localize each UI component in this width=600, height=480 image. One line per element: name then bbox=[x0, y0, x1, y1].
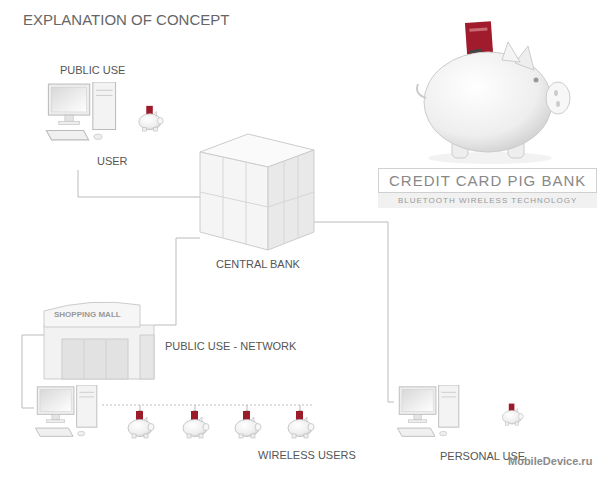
product-banner: CREDIT CARD PIG BANKBLUETOOTH WIRELESS T… bbox=[378, 168, 597, 208]
computer-icon bbox=[35, 385, 100, 440]
diagram-title: EXPLANATION OF CONCEPT bbox=[23, 11, 229, 28]
wireless-group: WIRELESS USERS bbox=[30, 383, 350, 465]
user-station: PUBLIC USE USER bbox=[40, 60, 170, 170]
mall-building bbox=[40, 295, 158, 383]
connector bbox=[154, 238, 200, 325]
computer-icon bbox=[397, 385, 462, 440]
connector bbox=[314, 222, 394, 402]
banner-title: CREDIT CARD PIG BANK bbox=[378, 168, 597, 193]
node-heading: CENTRAL BANK bbox=[216, 258, 300, 271]
pig-icon bbox=[125, 409, 155, 439]
bank-building bbox=[198, 132, 318, 254]
watermark: MobileDevice.ru bbox=[508, 455, 592, 467]
piggy-bank-illustration bbox=[410, 18, 575, 168]
node-heading: PUBLIC USE bbox=[60, 64, 125, 77]
node-heading: WIRELESS USERS bbox=[258, 449, 356, 462]
bank-node: CENTRAL BANK bbox=[198, 132, 318, 274]
personal-station: PERSONAL USE bbox=[392, 380, 532, 466]
node-heading: SHOPPING MALL bbox=[54, 308, 121, 321]
banner-subtitle: BLUETOOTH WIRELESS TECHNOLOGY bbox=[378, 193, 597, 208]
pig-icon bbox=[136, 104, 164, 132]
connector bbox=[78, 170, 200, 197]
pig-icon bbox=[285, 409, 315, 439]
computer-icon bbox=[45, 82, 120, 144]
pig-icon bbox=[180, 409, 210, 439]
mall-node: SHOPPING MALLPUBLIC USE - NETWORK bbox=[40, 295, 158, 383]
pig-icon bbox=[232, 409, 262, 439]
pig-icon bbox=[500, 402, 524, 426]
node-label: PUBLIC USE - NETWORK bbox=[165, 340, 296, 353]
node-label: USER bbox=[97, 155, 128, 168]
